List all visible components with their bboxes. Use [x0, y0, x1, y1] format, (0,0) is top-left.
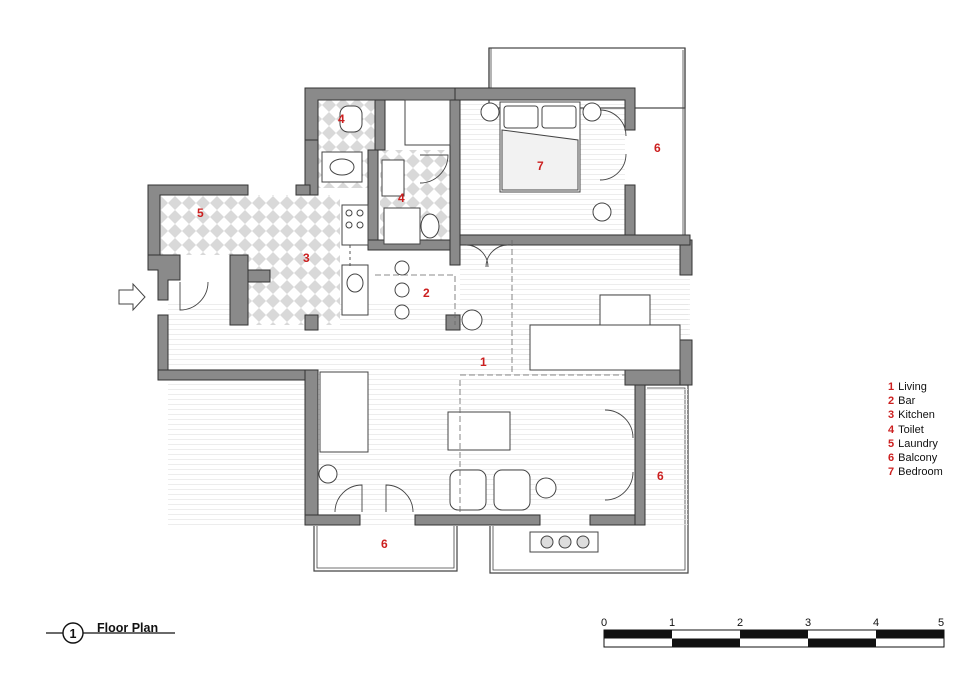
plan-number: 1 — [70, 627, 77, 641]
room-label: 2 — [423, 286, 430, 300]
legend-label: Kitchen — [898, 409, 935, 422]
laundry-floor — [160, 195, 248, 255]
balcony-right-upper-outline — [488, 48, 686, 240]
balcony-bottom-outline — [313, 526, 458, 572]
legend-number: 4 — [888, 423, 895, 436]
legend-number: 2 — [888, 395, 895, 408]
toilet-upper-fixture — [339, 105, 363, 133]
legend-number: 1 — [888, 381, 895, 393]
bar-stool-3 — [394, 304, 410, 320]
desk-chair — [592, 202, 612, 222]
washbasin-lower — [381, 159, 405, 197]
dining-table — [319, 371, 369, 453]
scale-tick-label: 2 — [737, 617, 743, 629]
entrance-arrow-icon — [118, 282, 146, 312]
kitchen-floor — [248, 195, 340, 325]
legend-label: Toilet — [898, 423, 924, 436]
room-label: 5 — [197, 206, 204, 220]
room-label: 7 — [537, 159, 544, 173]
room-label: 3 — [303, 251, 310, 265]
legend-label: Bedroom — [898, 466, 943, 479]
side-table — [535, 477, 557, 499]
sofa — [529, 324, 681, 371]
washbasin-upper — [321, 151, 363, 183]
scale-tick-label: 5 — [938, 617, 944, 629]
room-labels: 4 4 7 6 5 3 2 1 6 6 — [197, 112, 664, 551]
room-label: 6 — [381, 537, 388, 551]
legend-number: 6 — [888, 452, 895, 465]
legend-label: Laundry — [898, 437, 938, 450]
plan-title: 1 Floor Plan — [46, 621, 175, 644]
armchair-2 — [493, 469, 531, 511]
room-label: 6 — [654, 141, 661, 155]
scale-bar: 0 1 2 3 4 5 — [601, 617, 945, 648]
wardrobe — [404, 99, 451, 146]
sofa-back — [599, 294, 651, 326]
legend-number: 5 — [888, 437, 895, 450]
room-label: 4 — [338, 112, 345, 126]
legend-label: Balcony — [898, 452, 938, 465]
room-label: 6 — [657, 469, 664, 483]
floor-lamp — [461, 309, 483, 331]
nightstand-left — [480, 102, 500, 122]
dining-chair — [318, 464, 338, 484]
shower — [383, 207, 421, 245]
overhead-lines — [375, 240, 625, 515]
plan-number-badge — [62, 622, 84, 644]
kitchen-sink — [346, 273, 364, 293]
bar-stool-1 — [394, 260, 410, 276]
armchair-1 — [449, 469, 487, 511]
scale-tick-label: 1 — [669, 617, 675, 629]
scale-tick-label: 3 — [805, 617, 811, 629]
coffee-table — [447, 411, 511, 451]
walls — [147, 87, 693, 526]
legend-label: Bar — [898, 395, 916, 408]
scale-tick-label: 4 — [873, 617, 879, 629]
door-swings — [179, 109, 634, 513]
nightstand-right — [582, 102, 602, 122]
scale-tick-label: 0 — [601, 617, 607, 629]
room-label: 1 — [480, 355, 487, 369]
toilet-lower-fixture — [420, 213, 440, 239]
legend-number: 3 — [888, 409, 895, 422]
legend-label: Living — [898, 381, 927, 393]
legend-number: 7 — [888, 466, 895, 479]
bar-stool-2 — [394, 282, 410, 298]
room-label: 4 — [398, 191, 405, 205]
plan-title-text: Floor Plan — [97, 621, 158, 635]
furniture — [318, 99, 681, 553]
